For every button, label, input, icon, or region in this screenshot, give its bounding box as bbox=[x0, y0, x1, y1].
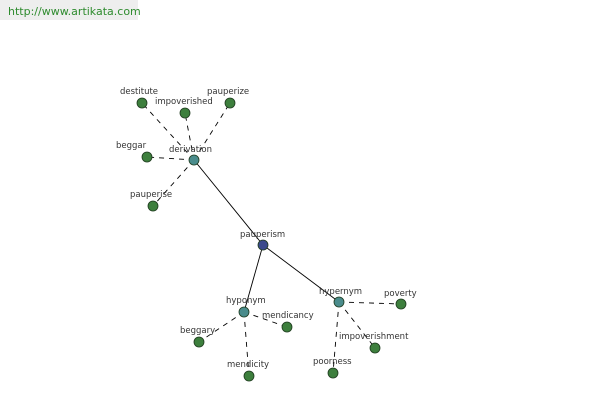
graph-nodes: pauperism derivation destituteimpoverished… bbox=[116, 87, 417, 382]
edge-derivation-pauperize bbox=[193, 102, 231, 161]
watermark-bar: http://www.artikata.com bbox=[0, 0, 141, 20]
edge-hypernym-poverty bbox=[338, 301, 402, 305]
edge-derivation-pauperise bbox=[152, 159, 195, 207]
node-mendicity-dot[interactable] bbox=[243, 370, 255, 382]
edge-hyponym-mendicancy bbox=[243, 311, 288, 328]
node-beggar-label: beggar bbox=[116, 141, 147, 151]
edge-hypernym-poorness bbox=[332, 301, 340, 374]
edge-pauperism-hyponym bbox=[243, 244, 264, 313]
watermark-url: http://www.artikata.com bbox=[8, 5, 141, 18]
node-poorness-label: poorness bbox=[313, 357, 352, 367]
node-hypernym-label: hypernym bbox=[319, 287, 362, 297]
node-impoverishment-dot[interactable] bbox=[369, 342, 381, 354]
node-beggary-label: beggary bbox=[180, 326, 215, 336]
node-pauperise-dot[interactable] bbox=[147, 200, 159, 212]
edge-pauperism-hypernym bbox=[262, 244, 340, 303]
node-impoverishment-label: impoverishment bbox=[339, 332, 409, 342]
node-hypernym-dot[interactable] bbox=[333, 296, 345, 308]
node-mendicity-label: mendicity bbox=[227, 360, 269, 370]
edge-derivation-impoverished bbox=[184, 112, 195, 161]
node-poverty-label: poverty bbox=[384, 289, 417, 299]
node-beggar-dot[interactable] bbox=[141, 151, 153, 163]
node-derivation-label: derivation bbox=[169, 145, 212, 155]
edge-derivation-destitute bbox=[141, 102, 195, 161]
node-destitute-dot[interactable] bbox=[136, 97, 148, 109]
node-hyponym-label: hyponym bbox=[226, 296, 266, 306]
node-pauperize-dot[interactable] bbox=[224, 97, 236, 109]
node-pauperism-dot[interactable] bbox=[257, 239, 269, 251]
node-impoverished-label: impoverished bbox=[155, 97, 213, 107]
edge-pauperism-derivation bbox=[193, 159, 264, 246]
node-beggary-dot[interactable] bbox=[193, 336, 205, 348]
node-mendicancy-dot[interactable] bbox=[281, 321, 293, 333]
node-poverty-dot[interactable] bbox=[395, 298, 407, 310]
node-pauperise-label: pauperise bbox=[130, 190, 172, 200]
node-pauperism-label: pauperism bbox=[240, 230, 285, 240]
node-derivation-dot[interactable] bbox=[188, 154, 200, 166]
node-impoverished-dot[interactable] bbox=[179, 107, 191, 119]
node-pauperize-label: pauperize bbox=[207, 87, 249, 97]
edge-hyponym-mendicity bbox=[243, 311, 250, 377]
node-destitute-label: destitute bbox=[120, 87, 158, 97]
edge-derivation-beggar bbox=[146, 156, 195, 161]
node-mendicancy-label: mendicancy bbox=[262, 311, 314, 321]
graph-edges bbox=[141, 102, 402, 377]
node-hyponym-dot[interactable] bbox=[238, 306, 250, 318]
node-poorness-dot[interactable] bbox=[327, 367, 339, 379]
